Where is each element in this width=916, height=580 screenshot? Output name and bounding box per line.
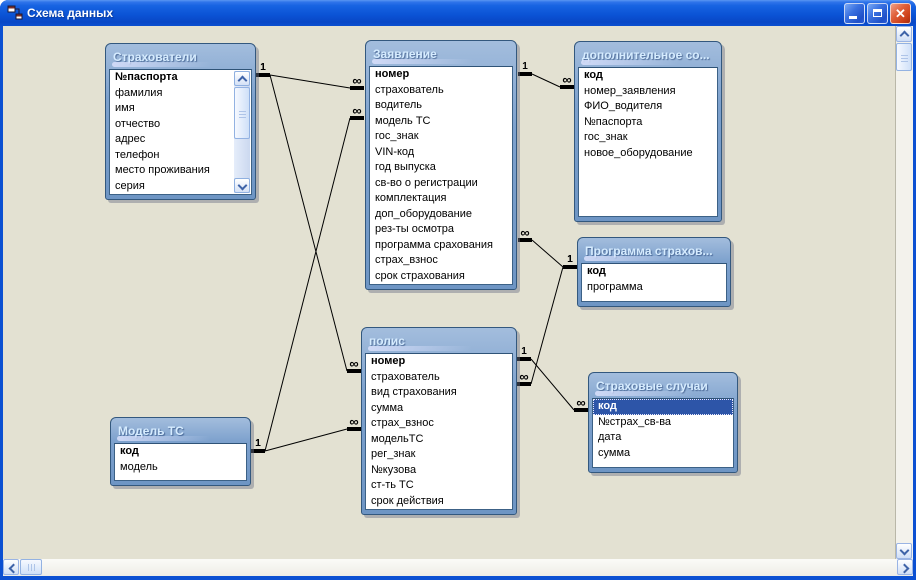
table-zayavlenie[interactable]: Заявление номер страхователь водитель модель… — [365, 40, 517, 290]
maximize-button[interactable] — [867, 2, 888, 24]
field-row[interactable]: гос_знак — [375, 130, 419, 142]
scroll-down-button[interactable] — [896, 543, 912, 559]
table-field-list: №паспорта фамилия имя отчество адрес телефон м… — [109, 69, 252, 195]
vertical-scroll-thumb[interactable] — [896, 43, 912, 71]
field-row[interactable]: №кузова — [371, 463, 417, 476]
maximize-icon — [873, 8, 882, 17]
field-row[interactable]: код — [120, 445, 139, 457]
scroll-left-button[interactable] — [3, 559, 19, 575]
table-model_ts[interactable]: Модель ТС код модель — [110, 417, 251, 486]
chevron-up-icon — [237, 75, 248, 86]
chevron-right-icon — [899, 563, 910, 574]
field-row[interactable]: св-во о регистрации — [375, 176, 478, 189]
field-row[interactable]: VIN-код — [375, 145, 415, 158]
field-row[interactable]: срок действия — [371, 494, 444, 507]
field-row[interactable]: код — [584, 69, 603, 81]
table-field-list: номер страхователь водитель модель ТС гос_зн… — [369, 66, 513, 285]
field-row[interactable]: страх_взнос — [375, 254, 438, 266]
field-row[interactable]: страхователь — [375, 83, 444, 96]
field-row[interactable]: №паспорта — [584, 115, 643, 128]
field-row[interactable]: рез-ты осмотра — [375, 223, 455, 235]
vertical-scrollbar[interactable] — [896, 26, 913, 559]
field-row[interactable]: код — [593, 399, 733, 415]
field-row[interactable]: ст-ть ТС — [371, 479, 414, 491]
scroll-up-button[interactable] — [234, 71, 250, 86]
field-row[interactable]: ФИО_водителя — [584, 100, 663, 112]
field-row[interactable]: номер — [375, 68, 410, 80]
table-field-list: код модель — [114, 443, 247, 481]
table-title[interactable]: Программа страхов... — [581, 238, 727, 263]
field-row[interactable]: сумма — [598, 446, 631, 459]
window-title: Схема данных — [27, 6, 113, 20]
field-row[interactable]: отчество — [115, 117, 161, 130]
minimize-icon — [849, 15, 857, 19]
table-programma_strahovaniya[interactable]: Программа страхов... код программа — [577, 237, 731, 307]
field-row[interactable]: срок страхования — [375, 269, 465, 282]
table-title[interactable]: Заявление — [369, 41, 513, 66]
field-row[interactable]: страх_взнос — [371, 417, 434, 429]
field-row[interactable]: вид страхования — [371, 386, 457, 398]
field-row[interactable]: год выпуска — [375, 161, 436, 173]
titlebar[interactable]: Схема данных ✕ — [0, 0, 916, 26]
table-title[interactable]: Модель ТС — [114, 418, 247, 443]
table-field-list: код программа — [581, 263, 727, 302]
field-row[interactable]: код — [587, 265, 606, 277]
field-row[interactable]: №страх_св-ва — [598, 415, 672, 428]
field-row[interactable]: номер — [371, 355, 406, 367]
close-button[interactable]: ✕ — [890, 2, 911, 24]
field-row[interactable]: комплектация — [375, 192, 447, 204]
field-row[interactable]: сумма — [371, 401, 404, 414]
field-row[interactable]: №паспорта — [115, 71, 178, 83]
field-row[interactable]: рег_знак — [371, 448, 416, 460]
scroll-up-button[interactable] — [896, 26, 912, 42]
scroll-down-button[interactable] — [234, 178, 250, 193]
minimize-button[interactable] — [844, 2, 865, 24]
field-row[interactable]: место проживания — [115, 164, 210, 176]
field-row[interactable]: модель ТС — [375, 114, 431, 127]
field-row[interactable]: имя — [115, 102, 135, 114]
field-row[interactable]: программа срахования — [375, 238, 493, 251]
field-row[interactable]: телефон — [115, 148, 160, 161]
scroll-right-button[interactable] — [897, 559, 913, 575]
table-title[interactable]: Страхователи — [109, 44, 252, 69]
field-row[interactable]: программа — [587, 280, 643, 293]
chevron-down-icon — [237, 180, 248, 191]
field-row[interactable]: страхователь — [371, 370, 440, 383]
table-polis[interactable]: полис номер страхователь вид страхования сум… — [361, 327, 517, 515]
field-row[interactable]: новое_оборудование — [584, 146, 693, 159]
field-row[interactable]: модель — [120, 460, 158, 473]
field-row[interactable]: водитель — [375, 99, 422, 111]
table-field-list: номер страхователь вид страхования сумма стр… — [365, 353, 513, 510]
table-title[interactable]: дополнительное со... — [578, 42, 718, 67]
close-icon: ✕ — [895, 5, 906, 21]
field-row[interactable]: доп_оборудование — [375, 207, 472, 220]
field-row[interactable]: номер_заявления — [584, 84, 676, 97]
scroll-thumb[interactable] — [234, 87, 250, 139]
field-row[interactable]: адрес — [115, 133, 146, 145]
field-row[interactable]: модельТС — [371, 432, 424, 445]
horizontal-scroll-thumb[interactable] — [20, 559, 42, 575]
table-strahovateli[interactable]: Страхователи №паспорта фамилия имя отчество а… — [105, 43, 256, 200]
field-row[interactable]: гос_знак — [584, 131, 628, 143]
chevron-down-icon — [899, 545, 910, 556]
chevron-left-icon — [8, 563, 19, 574]
field-row[interactable]: фамилия — [115, 86, 163, 99]
field-row[interactable]: серия — [115, 179, 145, 192]
table-scrollbar[interactable] — [234, 71, 250, 193]
table-title[interactable]: Страховые случаи — [592, 373, 734, 398]
relationships-icon — [7, 5, 23, 20]
chevron-up-icon — [899, 30, 910, 41]
horizontal-scrollbar[interactable] — [3, 559, 913, 576]
table-title[interactable]: полис — [365, 328, 513, 353]
field-row[interactable]: дата — [598, 431, 622, 443]
